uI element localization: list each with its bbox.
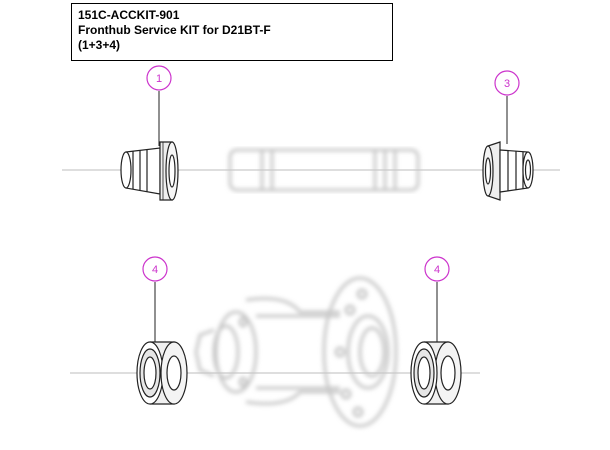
callout-1: 1	[146, 65, 172, 146]
kit-contents: (1+3+4)	[78, 38, 121, 52]
callout-3-label: 3	[504, 78, 510, 90]
part-3-right-end-cap	[482, 141, 534, 201]
callout-3: 3	[494, 70, 520, 144]
part-1-left-end-cap	[120, 141, 179, 201]
ghost-axle	[228, 148, 420, 192]
part-4-right-bearing	[410, 341, 462, 405]
kit-title-box: 151C-ACCKIT-901 Fronthub Service KIT for…	[71, 3, 393, 61]
callout-4-right-label: 4	[434, 264, 440, 276]
kit-code: 151C-ACCKIT-901	[78, 8, 180, 22]
kit-description: Fronthub Service KIT for D21BT-F	[78, 23, 271, 37]
ghost-hub-body	[194, 276, 398, 428]
callout-4-right: 4	[424, 256, 450, 342]
callout-4-left-label: 4	[152, 264, 158, 276]
callout-4-left: 4	[142, 256, 168, 342]
callout-1-label: 1	[156, 73, 162, 85]
part-4-left-bearing	[136, 341, 188, 405]
